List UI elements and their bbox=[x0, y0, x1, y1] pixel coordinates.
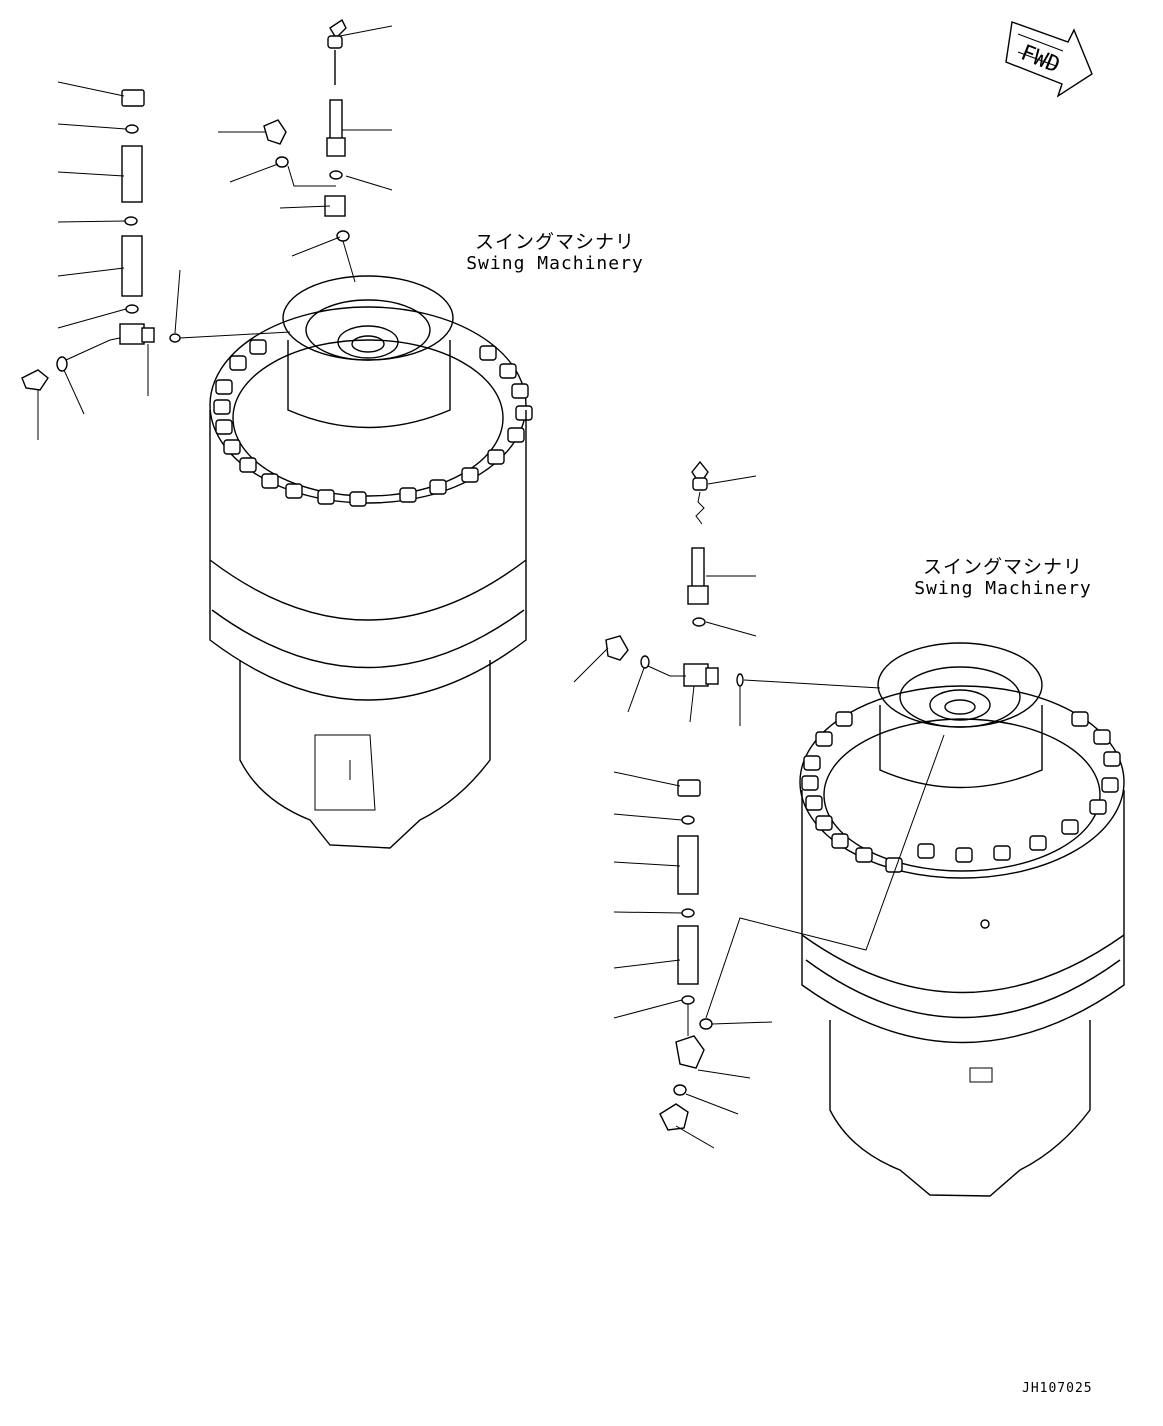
drawing-number: JH107025 bbox=[1022, 1381, 1093, 1396]
fwd-label: FWD bbox=[1017, 41, 1063, 79]
swing-machinery-label-1: スイングマシナリ Swing Machinery bbox=[452, 231, 658, 275]
left-side-parts bbox=[21, 89, 291, 391]
swing-machinery-en-2: Swing Machinery bbox=[914, 577, 1092, 599]
swing-machinery-jp-1: スイングマシナリ bbox=[474, 231, 635, 253]
leader-lines-right bbox=[573, 475, 773, 1149]
left-upper-parts bbox=[263, 18, 356, 283]
right-lower-parts bbox=[659, 734, 945, 1131]
swing-machinery-body-left bbox=[209, 275, 533, 849]
leader-lines-left bbox=[37, 25, 393, 440]
swing-machinery-en-1: Swing Machinery bbox=[466, 252, 644, 274]
swing-machinery-body-right bbox=[799, 642, 1125, 1197]
fwd-arrow: FWD bbox=[1005, 21, 1093, 98]
swing-machinery-jp-2: スイングマシナリ bbox=[922, 556, 1083, 578]
swing-machinery-label-2: スイングマシナリ Swing Machinery bbox=[900, 556, 1106, 600]
right-upper-parts bbox=[605, 460, 881, 689]
